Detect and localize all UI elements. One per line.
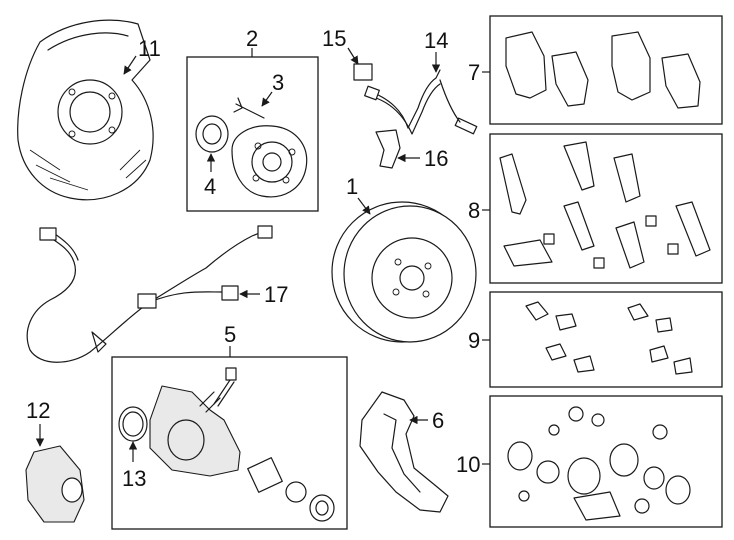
callout-11: 11 (123, 36, 161, 75)
svg-text:16: 16 (424, 146, 448, 171)
svg-text:6: 6 (432, 408, 444, 433)
clips-part (525, 301, 693, 375)
brake-pads-part (505, 31, 701, 109)
callout-5: 5 (224, 322, 236, 357)
svg-text:11: 11 (138, 36, 161, 61)
callout-17: 17 (239, 282, 288, 307)
svg-text:14: 14 (424, 28, 448, 53)
callout-4: 4 (204, 153, 216, 199)
callout-14: 14 (424, 28, 448, 73)
abs-sensor-wire-part (26, 225, 273, 363)
seal-kit-box (489, 395, 723, 528)
svg-text:15: 15 (322, 26, 346, 51)
seal-kit-part (507, 406, 691, 521)
callout-15: 15 (322, 26, 359, 65)
callout-13: 13 (122, 441, 146, 491)
svg-text:3: 3 (272, 70, 284, 95)
svg-text:12: 12 (26, 398, 50, 423)
caliper-part (118, 367, 335, 522)
brake-hose-part (353, 63, 478, 169)
svg-text:2: 2 (246, 26, 258, 51)
pads-box (489, 15, 723, 125)
svg-text:13: 13 (122, 466, 146, 491)
hub-bearing-part (195, 97, 308, 198)
svg-text:7: 7 (468, 60, 480, 85)
callout-9: 9 (468, 328, 490, 353)
callout-12: 12 (26, 398, 50, 447)
brake-rotor-part (331, 201, 477, 343)
svg-text:5: 5 (224, 322, 236, 347)
callout-2: 2 (246, 26, 258, 57)
callout-10: 10 (456, 452, 490, 477)
callout-16: 16 (397, 146, 448, 171)
callout-7: 7 (468, 60, 490, 85)
callout-8: 8 (468, 198, 490, 223)
callout-6: 6 (409, 408, 444, 433)
svg-text:9: 9 (468, 328, 480, 353)
dust-shield-part (17, 19, 154, 201)
callout-1: 1 (346, 174, 371, 215)
svg-text:1: 1 (346, 174, 358, 199)
svg-text:4: 4 (204, 174, 216, 199)
shims-box (489, 133, 723, 284)
svg-text:8: 8 (468, 198, 480, 223)
svg-text:17: 17 (264, 282, 288, 307)
callout-3: 3 (261, 70, 284, 107)
caliper-assembly-part (25, 445, 85, 523)
shims-part (499, 141, 711, 269)
svg-text:10: 10 (456, 452, 480, 477)
